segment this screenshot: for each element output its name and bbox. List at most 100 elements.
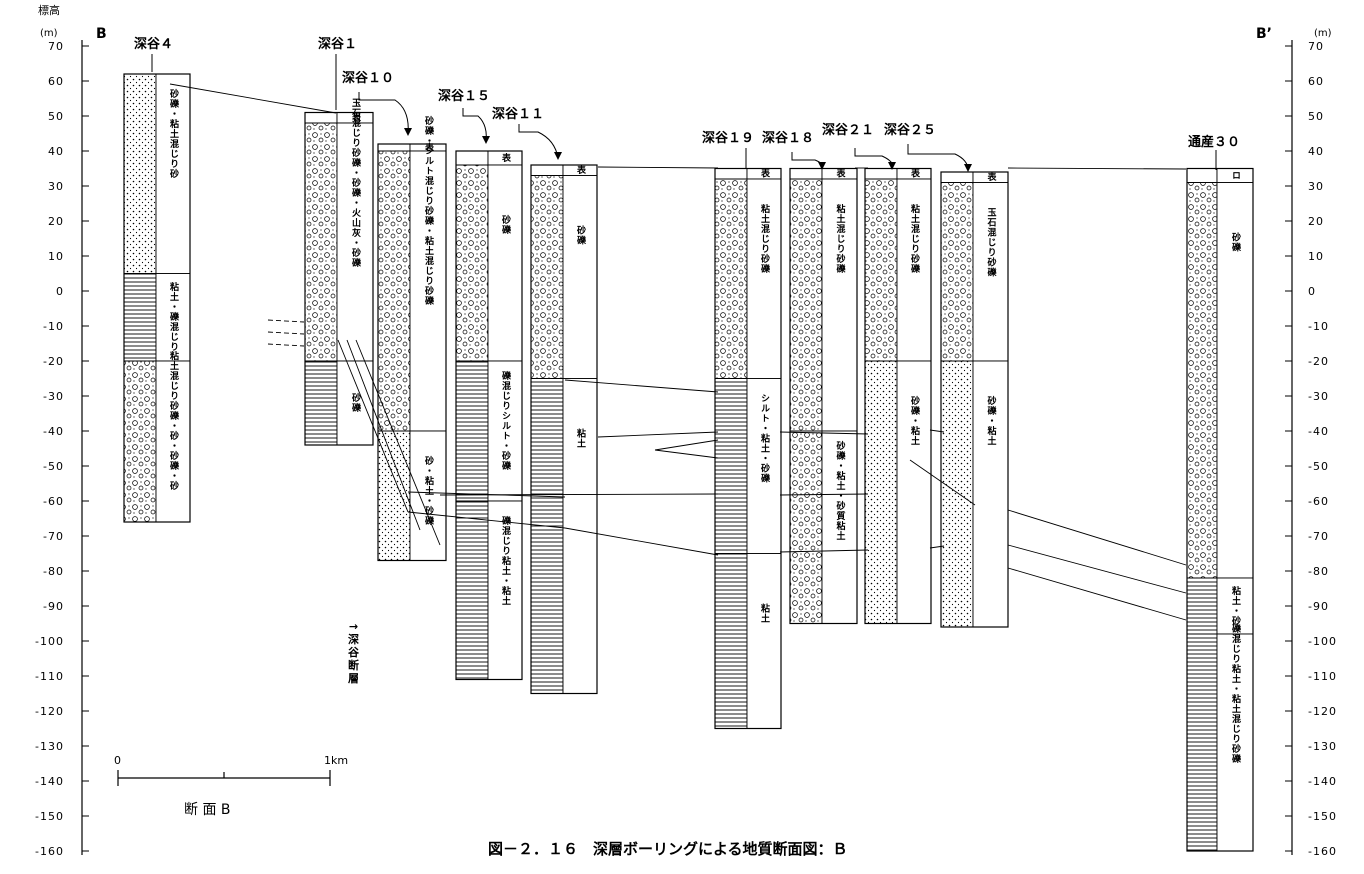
layer-label: 粘土 [575,427,587,448]
borehole-layer-cell [746,553,782,729]
borehole-layer-cell [1216,633,1254,852]
borehole-layer-cell [409,150,447,432]
layer-label: 砂礫・粘土 [986,395,998,446]
axis-tick-label: -60 [1308,495,1329,508]
borehole-layer-cell [896,360,932,624]
axis-tick-label: -70 [43,530,64,543]
borehole-name: 深谷１０ [342,70,394,86]
borehole-layer-pattern [1186,182,1218,579]
axis-tick-label: 30 [48,180,64,193]
layer-label: 粘土混じり砂礫・砂・砂礫・砂 [168,350,180,491]
axis-tick-label: 50 [1308,110,1324,123]
axis-tick-label: -130 [1308,740,1337,753]
borehole-outline [789,167,858,625]
axis-tick-label: -90 [43,600,64,613]
borehole-layer-cell [562,175,598,379]
axis-tick-label: -20 [43,355,64,368]
layer-label: 砂礫・シルト混じり砂礫・粘土混じり砂礫 [423,115,435,306]
borehole-layer-pattern [789,430,823,624]
axis-tick-label: 20 [48,215,64,228]
layer-label: 砂礫 [350,392,361,413]
borehole-name: 深谷２５ [884,122,936,138]
layer-label: 礫混じり粘土・粘土 [500,515,512,606]
layer-label: 表 [909,168,921,179]
borehole-layer-pattern [940,171,974,183]
axis-tick-label: -40 [1308,425,1329,438]
layer-label: 表 [986,171,998,182]
axis-tick-label: -50 [43,460,64,473]
layer-label: 砂礫・粘土混じり砂 [168,88,180,179]
axis-tick-label: 60 [48,75,64,88]
layer-label: 粘土混じり砂礫 [759,203,771,274]
borehole-layer-pattern [864,168,898,180]
layer-label: 表 [835,168,847,179]
axis-tick-label: -150 [35,810,64,823]
axis-tick-label: 10 [48,250,64,263]
elevation-axis-left: 706050403020100-10-20-30-40-50-60-70-80-… [35,40,89,858]
borehole-layer-cell [562,378,598,694]
axis-tick-label: -110 [35,670,64,683]
axis-tick-label: 60 [1308,75,1324,88]
borehole-layer-cell [155,73,191,274]
borehole-name-arrows [151,54,1217,172]
layer-label: 表 [500,152,512,163]
axis-tick-label: -60 [43,495,64,508]
axis-tick-label: 20 [1308,215,1324,228]
axis-tick-label: -160 [35,845,64,858]
axis-tick-label: -100 [1308,635,1337,648]
scale-one: 1km [324,754,348,767]
borehole-outline [864,167,932,625]
borehole-layer-pattern [940,360,974,628]
axis-tick-label: -140 [35,775,64,788]
borehole-outline [714,167,782,730]
axis-tick-label: -140 [1308,775,1337,788]
borehole-layer-pattern [789,168,823,180]
borehole-layer-pattern [123,360,157,523]
axis-tick-label: -110 [1308,670,1337,683]
borehole-columns: 深谷４砂礫・粘土混じり砂粘土・礫混じり粘土混じり砂礫・砂・砂礫・砂深谷１表玉石混… [123,36,1254,852]
layer-label: 砂礫 [575,224,586,245]
borehole-layer-cell [972,360,1009,628]
axis-tick-label: -70 [1308,530,1329,543]
section-label-left: B [96,26,107,42]
axis-tick-label: -150 [1308,810,1337,823]
borehole-layer-pattern [455,150,489,166]
borehole-layer-pattern [304,112,338,124]
axis-tick-label: -120 [1308,705,1337,718]
borehole-layer-cell [821,430,858,624]
axis-tick-label: -50 [1308,460,1329,473]
axis-tick-label: 70 [48,40,64,53]
layer-label: 玉石混じり砂礫・砂礫・火山灰・砂礫 [350,98,362,268]
borehole-name: 通産３０ [1188,134,1240,150]
borehole-layer-pattern [1186,577,1218,635]
borehole-layer-cell [155,360,191,523]
layer-label: 表 [423,141,435,152]
borehole-layer-pattern [714,553,748,729]
axis-tick-label: 30 [1308,180,1324,193]
layer-label: 粘土・砂 [1230,585,1242,626]
borehole-layer-pattern [530,164,564,176]
axis-tick-label: -120 [35,705,64,718]
borehole-layer-cell [409,430,447,561]
correlation-lines [169,83,1187,621]
axis-tick-label: -20 [1308,355,1329,368]
axis-tick-label: -160 [1308,845,1337,858]
borehole-layer-cell [336,122,374,362]
borehole-layer-pattern [530,175,564,379]
layer-label: 砂礫・粘土 [909,395,921,446]
figure-title: 図－２．１６ 深層ボーリングによる地質断面図：Ｂ [488,840,848,858]
layer-label: 砂礫・粘土・砂質粘土 [835,440,847,541]
axis-tick-label: -130 [35,740,64,753]
unit-right: (m) [1314,28,1332,39]
axis-tick-label: -10 [1308,320,1329,333]
layer-label: シルト・粘土・砂礫 [759,393,771,483]
borehole-layer-pattern [377,150,411,432]
borehole-layer-pattern [714,178,748,379]
borehole-name: 深谷１５ [438,88,490,104]
axis-tick-label: -30 [43,390,64,403]
layer-label: 粘土混じり砂礫 [909,203,921,274]
